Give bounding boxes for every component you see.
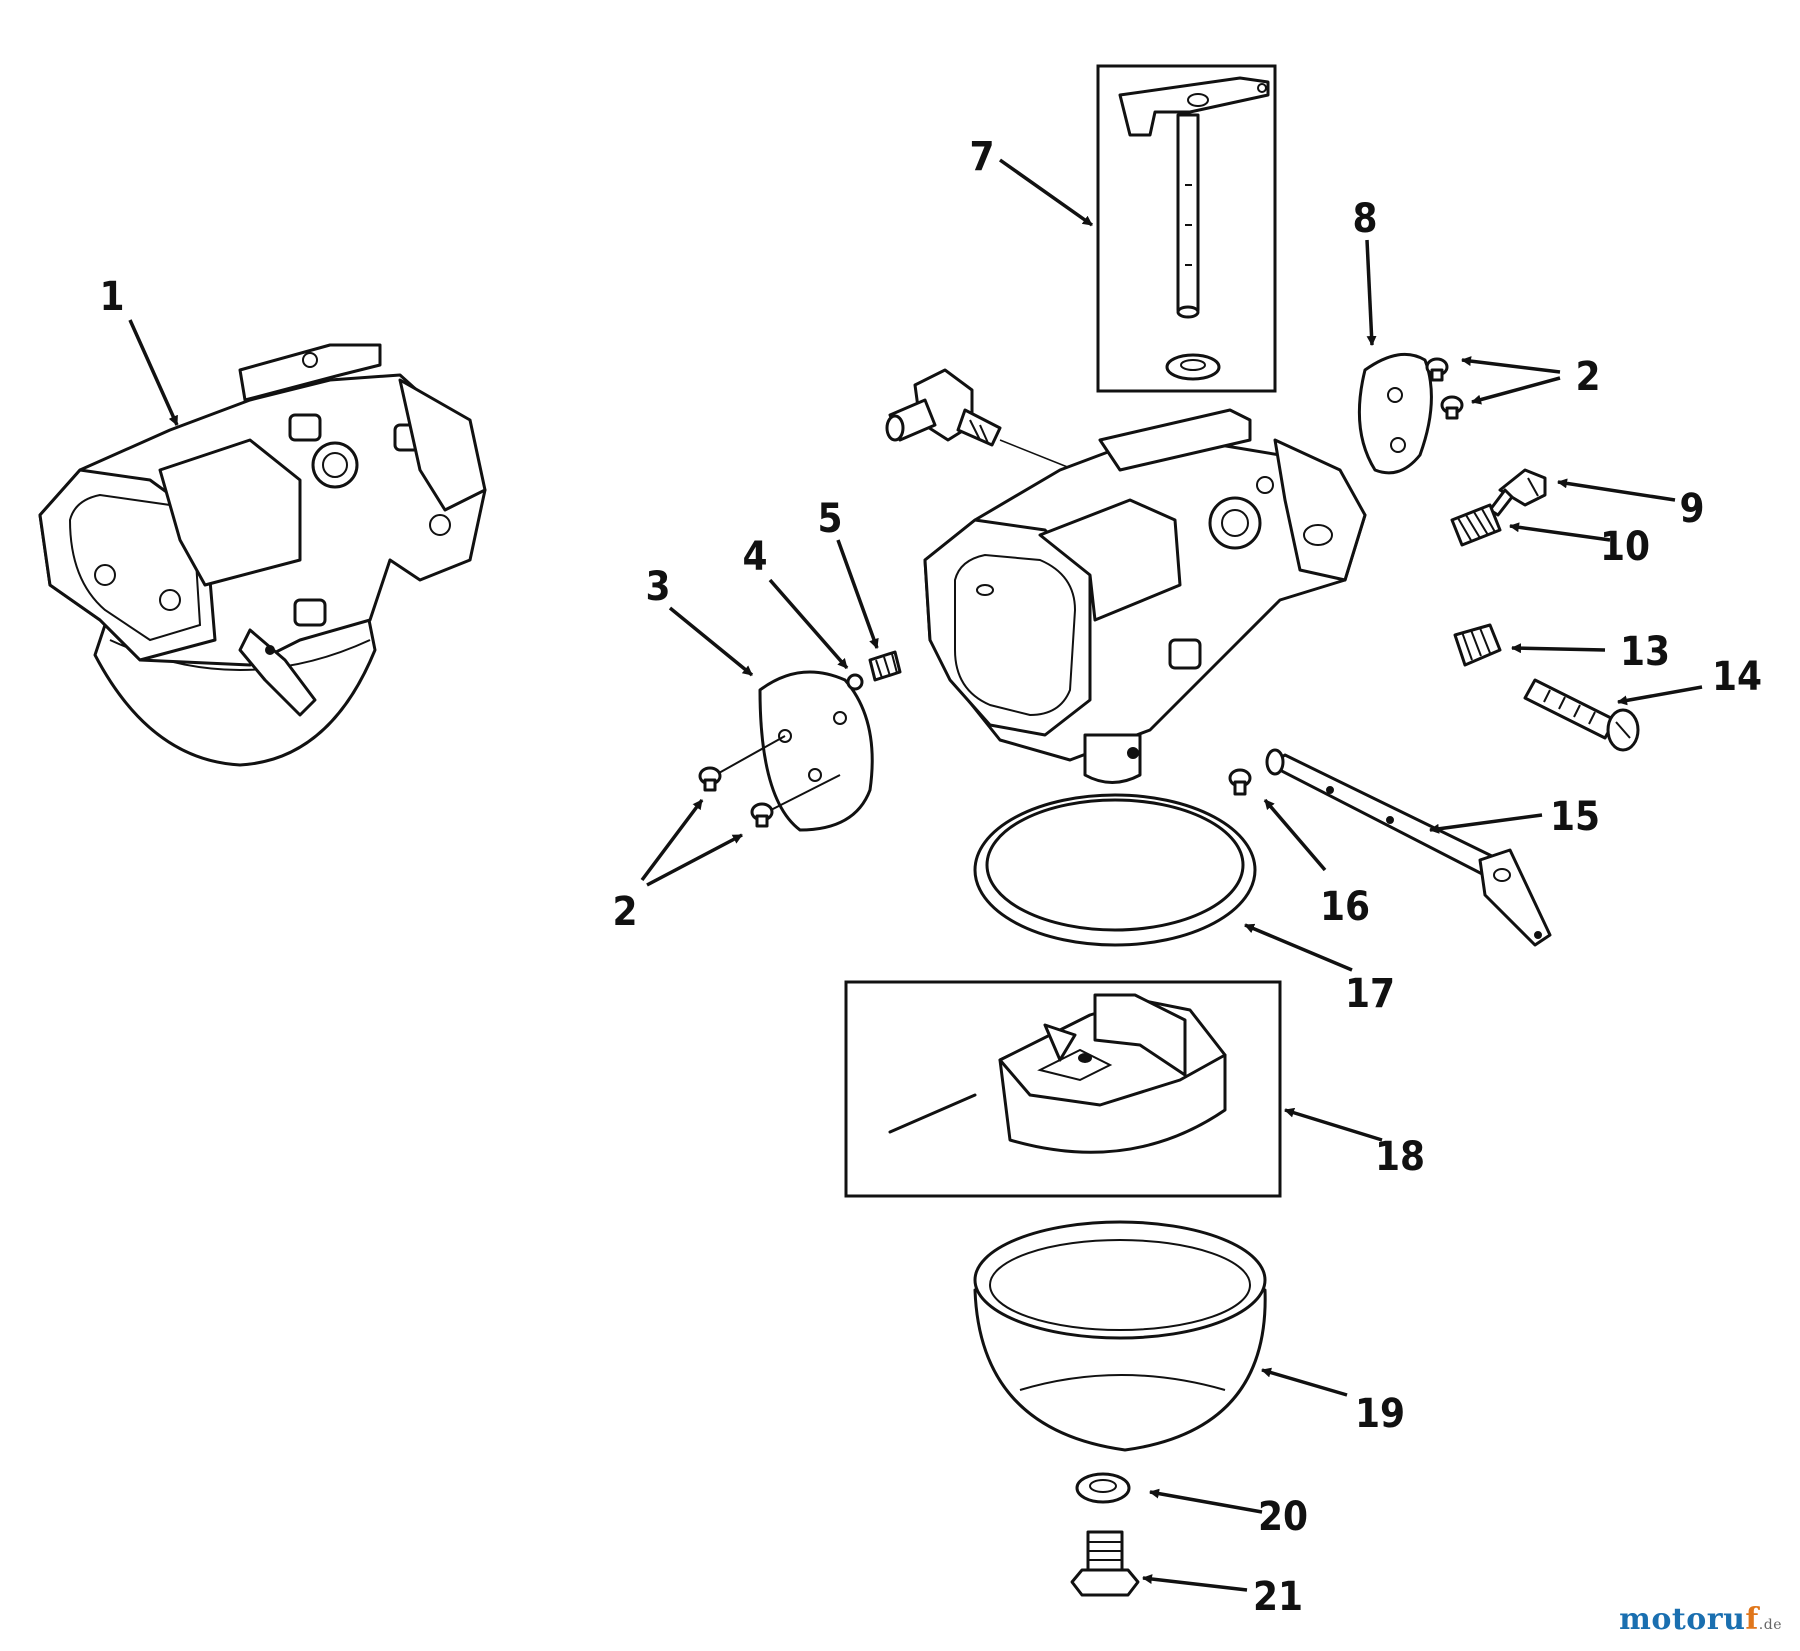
callout-5: 5 — [817, 496, 842, 542]
callout-2-right: 2 — [1575, 354, 1600, 400]
part-10-spring — [1450, 503, 1502, 547]
part-17-bowl-gasket — [973, 793, 1257, 947]
part-19-float-bowl — [973, 1220, 1267, 1452]
part-9-needle — [1488, 468, 1547, 517]
callout-13: 13 — [1620, 629, 1670, 675]
callout-21: 21 — [1253, 1574, 1303, 1620]
callout-14: 14 — [1712, 654, 1762, 700]
carburetor-body — [923, 408, 1367, 784]
part-2-screws-left — [698, 766, 774, 828]
callout-18: 18 — [1375, 1134, 1425, 1180]
callout-3: 3 — [645, 564, 670, 610]
part-15-throttle-shaft — [1265, 748, 1552, 947]
motoruf-watermark-logo: motoruf.de — [1619, 1602, 1782, 1637]
part-4-ball — [846, 673, 864, 691]
callout-20: 20 — [1258, 1494, 1308, 1540]
callout-1: 1 — [99, 274, 124, 320]
part-8-gasket-plate — [1357, 352, 1464, 475]
part-13-spring — [1453, 623, 1502, 667]
part-3-plate — [709, 670, 874, 832]
callout-7: 7 — [969, 134, 994, 180]
callout-4: 4 — [742, 534, 767, 580]
part-18-float — [844, 980, 1282, 1198]
leader-lines — [128, 158, 1703, 1592]
callout-9: 9 — [1679, 486, 1704, 532]
callout-19: 19 — [1355, 1391, 1405, 1437]
part-20-washer — [1075, 1472, 1131, 1504]
part-16-screw — [1228, 768, 1252, 796]
part-1-carburetor-assembly — [38, 343, 487, 767]
part-21-drain-plug — [1070, 1530, 1140, 1597]
part-5-spring — [868, 650, 902, 682]
watermark-tld: .de — [1758, 1617, 1782, 1633]
fuel-fitting — [885, 368, 1076, 471]
part-7-choke-shaft — [1096, 64, 1277, 393]
callout-labels: 1 2 2 3 4 5 7 8 9 10 13 14 15 16 17 18 1… — [99, 134, 1762, 1620]
callout-8: 8 — [1352, 196, 1377, 242]
callout-10: 10 — [1600, 524, 1650, 570]
watermark-accent: f — [1745, 1602, 1759, 1637]
callout-2-left: 2 — [612, 889, 637, 935]
callout-16: 16 — [1320, 884, 1370, 930]
watermark-main: motoru — [1619, 1602, 1746, 1637]
part-14-idle-screw — [1523, 678, 1640, 752]
callout-15: 15 — [1550, 794, 1600, 840]
callout-17: 17 — [1345, 971, 1395, 1017]
